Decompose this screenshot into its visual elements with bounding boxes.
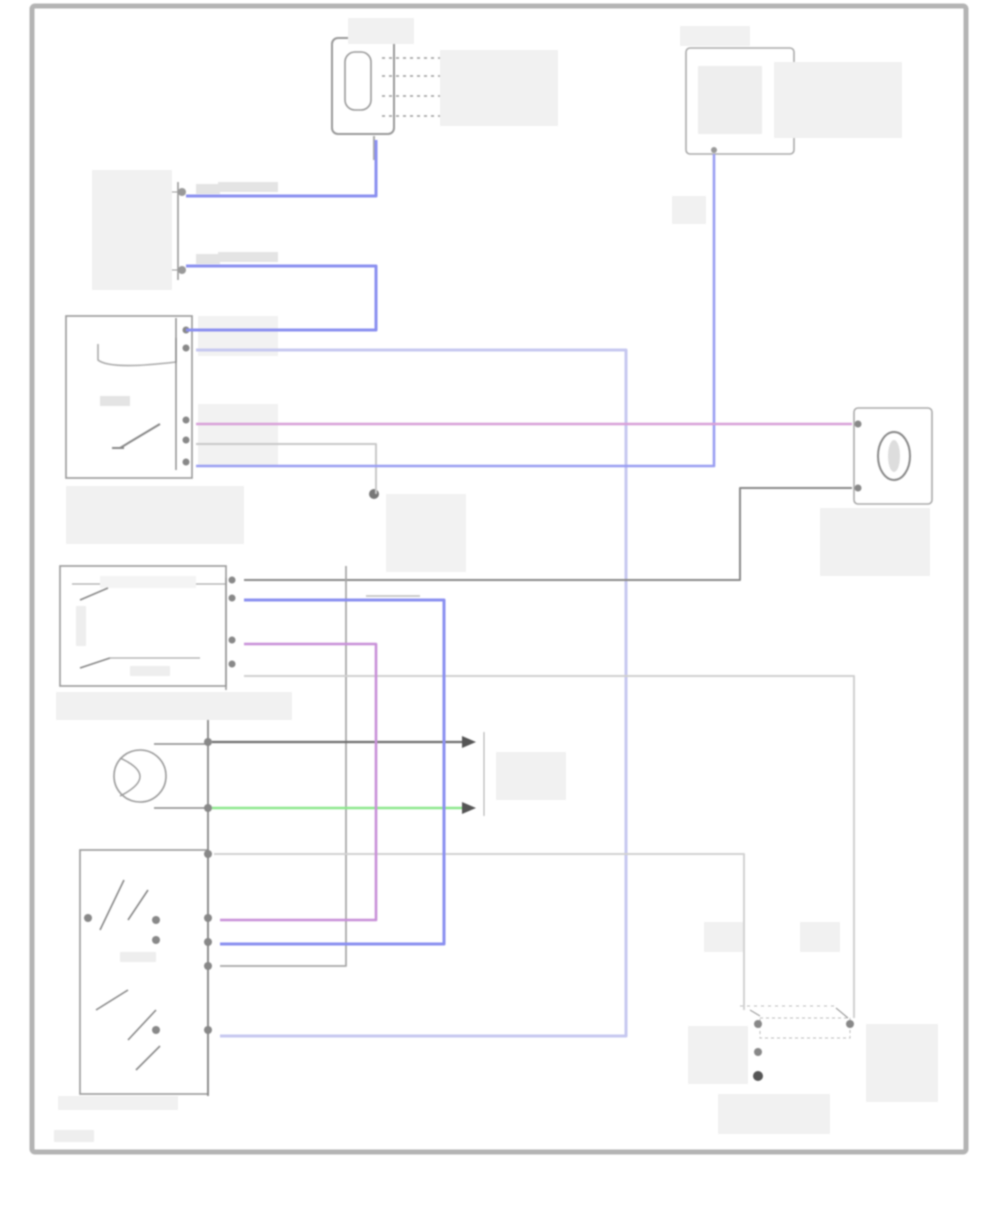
pressure-switch-block [56, 565, 292, 720]
arrow-terminals [462, 732, 566, 816]
top-junction-connector [331, 18, 558, 135]
left-upper-connector [92, 170, 278, 290]
main-switch-block [58, 720, 212, 1110]
wires [186, 136, 855, 1038]
top-right-relay-box [672, 26, 902, 224]
relay-control-unit [65, 315, 278, 544]
compressor-clutch [113, 743, 208, 809]
solenoid-valve [820, 407, 933, 576]
diagram-frame [29, 3, 969, 1155]
bottom-right-sensors [688, 922, 938, 1134]
ground-icon [369, 489, 466, 572]
solenoid-coil-icon [877, 431, 911, 481]
